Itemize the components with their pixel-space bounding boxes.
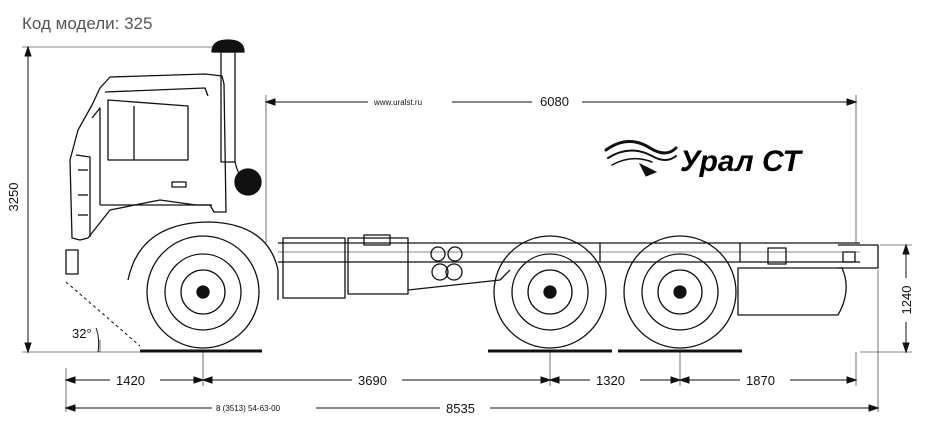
chassis-components — [282, 234, 787, 299]
front-overhang-label: 1420 — [116, 373, 145, 388]
front-wheel — [146, 235, 260, 349]
wheelbase-front-label: 3690 — [358, 373, 387, 388]
truck-drawing — [65, 39, 879, 353]
approach-angle-label: 32° — [72, 326, 92, 341]
air-intake — [211, 39, 262, 196]
total-height-label: 3250 — [6, 183, 21, 212]
middle-wheel — [493, 235, 607, 349]
rear-wheel — [623, 235, 737, 349]
website-label: www.uralst.ru — [373, 98, 422, 107]
wheelbase-rear-label: 1320 — [596, 373, 625, 388]
chassis-frame — [278, 242, 879, 269]
model-title: Код модели: 325 — [22, 14, 153, 33]
dimension-labels: www.uralst.ru 6080 3250 1240 32° 1420 36… — [6, 94, 914, 416]
uralst-logo: Урал СТ — [604, 140, 803, 178]
front-fender — [127, 221, 279, 300]
total-length-label: 8535 — [446, 401, 475, 416]
frame-height-label: 1240 — [899, 286, 914, 315]
logo-text: Урал СТ — [680, 145, 803, 178]
dimension-lines — [22, 45, 912, 412]
phone-label: 8 (3513) 54-63-00 — [216, 404, 281, 413]
cab — [65, 73, 227, 275]
frame-length-label: 6080 — [540, 94, 569, 109]
rear-guard — [737, 267, 847, 316]
label-backgrounds — [4, 94, 916, 416]
rear-overhang-label: 1870 — [746, 373, 775, 388]
logo-wave-mark — [604, 140, 678, 177]
